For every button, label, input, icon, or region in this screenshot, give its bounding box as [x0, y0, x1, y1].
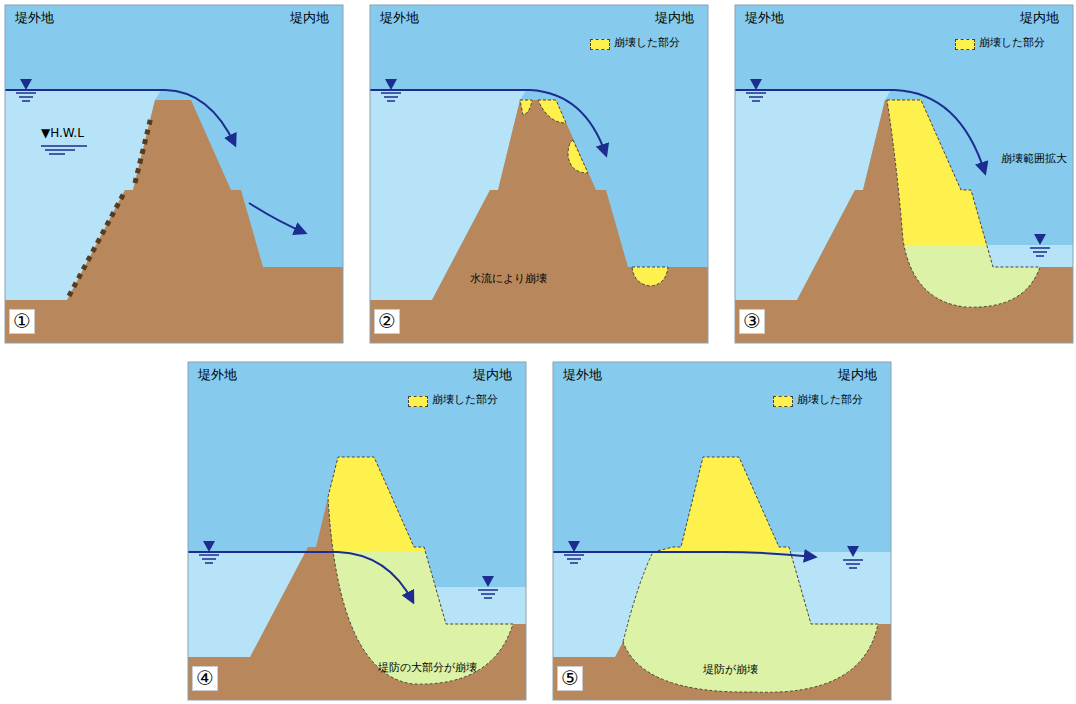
- callout-number: ③: [739, 309, 765, 334]
- panel: [188, 362, 526, 700]
- area-label: 崩壊範囲拡大: [1001, 153, 1067, 166]
- area-label: 堤外地: [563, 368, 602, 383]
- legend-swatch: [773, 396, 793, 407]
- area-label: 堤外地: [198, 368, 237, 383]
- callout-number: ②: [374, 309, 400, 334]
- panel: [553, 362, 891, 700]
- area-label: 堤内地: [655, 11, 694, 26]
- panel: [5, 5, 343, 343]
- legend-text: 崩壊した部分: [614, 37, 680, 50]
- area-label: 堤外地: [745, 11, 784, 26]
- callout-number: ④: [192, 666, 218, 691]
- area-label: 堤防の大部分が崩壊: [378, 662, 477, 675]
- legend-text: 崩壊した部分: [797, 394, 863, 407]
- area-label: 堤内地: [838, 368, 877, 383]
- area-label: 堤外地: [380, 11, 419, 26]
- area-label: ▼H.W.L: [41, 127, 84, 141]
- panel: [735, 5, 1073, 343]
- area-label: 水流により崩壊: [470, 273, 547, 286]
- callout-number: ①: [9, 309, 35, 334]
- area-label: 堤内地: [1020, 11, 1059, 26]
- callout-number: ⑤: [557, 666, 583, 691]
- legend-text: 崩壊した部分: [432, 394, 498, 407]
- area-label: 堤内地: [290, 11, 329, 26]
- panel: [370, 5, 708, 343]
- area-label: 堤外地: [15, 11, 54, 26]
- legend-swatch: [955, 39, 975, 50]
- area-label: 堤内地: [473, 368, 512, 383]
- area-label: 堤防が崩壊: [703, 664, 758, 677]
- legend-swatch: [408, 396, 428, 407]
- legend-text: 崩壊した部分: [979, 37, 1045, 50]
- legend-swatch: [590, 39, 610, 50]
